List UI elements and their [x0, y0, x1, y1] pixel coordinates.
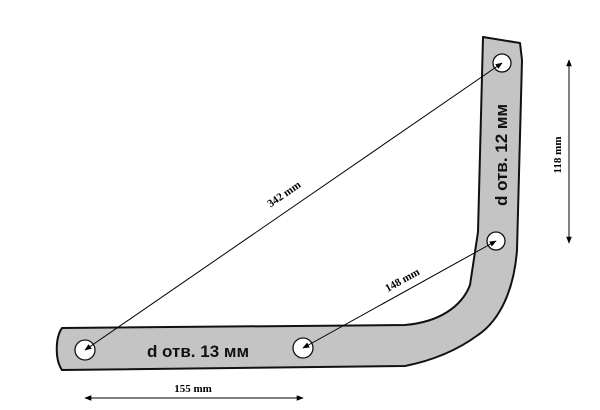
- dimension-label-horizontal: 155 mm: [174, 383, 212, 395]
- hole-label-horizontal: d отв. 13 мм: [147, 342, 249, 361]
- dimension-label-vertical: 118 mm: [552, 137, 564, 174]
- dimension-label-inner: 148 mm: [383, 266, 422, 295]
- dimension-line-inner: [302, 240, 497, 349]
- dimension-line-diagonal: [84, 62, 503, 351]
- hole-label-vertical: d отв. 12 мм: [492, 104, 511, 206]
- dimension-label-diagonal: 342 mm: [265, 179, 303, 210]
- bracket-body: [55, 36, 523, 371]
